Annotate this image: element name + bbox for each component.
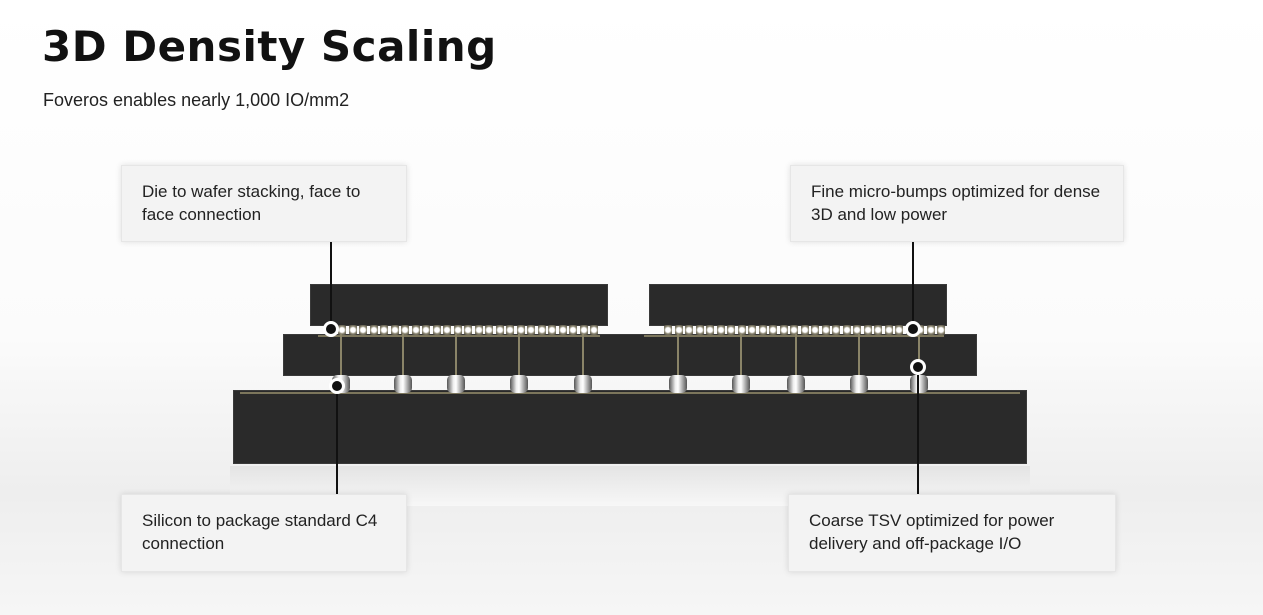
package-substrate [233, 390, 1027, 464]
micro-bump [506, 325, 514, 335]
callout-text: Coarse TSV optimized for power delivery … [809, 511, 1055, 553]
micro-bump [674, 325, 683, 335]
micro-bump [769, 325, 777, 335]
micro-bump [401, 325, 409, 335]
micro-bump [937, 325, 945, 335]
tsv [858, 334, 860, 376]
tsv [740, 334, 742, 376]
micro-bump [495, 325, 504, 335]
micro-bump [758, 325, 767, 335]
tsv [677, 334, 679, 376]
tsv [582, 334, 584, 376]
micro-bump [411, 325, 420, 335]
tsv [795, 334, 797, 376]
micro-bump [369, 325, 378, 335]
micro-bump [474, 325, 483, 335]
tsv [518, 334, 520, 376]
micro-bump [422, 325, 430, 335]
c4-bump [732, 375, 750, 393]
micro-bump [685, 325, 693, 335]
slide-title: 3D Density Scaling [42, 22, 497, 71]
marker-dot [905, 321, 921, 337]
micro-bump [853, 325, 861, 335]
callout-text: Fine micro-bumps optimized for dense 3D … [811, 182, 1101, 224]
micro-bump-pad-row [644, 335, 944, 337]
micro-bump [348, 325, 357, 335]
micro-bump [716, 325, 725, 335]
tsv [340, 334, 342, 376]
leader-line-top-left [330, 240, 332, 328]
c4-bump [394, 375, 412, 393]
tsv [402, 334, 404, 376]
micro-bump [548, 325, 556, 335]
c4-bump [510, 375, 528, 393]
micro-bump [537, 325, 546, 335]
callout-top-left: Die to wafer stacking, face to face conn… [121, 165, 407, 242]
micro-bump-pad-row [318, 335, 600, 337]
micro-bump [485, 325, 493, 335]
micro-bump [558, 325, 567, 335]
marker-dot [323, 321, 339, 337]
c4-bump [669, 375, 687, 393]
c4-bump [850, 375, 868, 393]
c4-bump [447, 375, 465, 393]
micro-bump [727, 325, 735, 335]
micro-bump [779, 325, 788, 335]
micro-bump [569, 325, 577, 335]
base-die [283, 334, 977, 376]
micro-bump [453, 325, 462, 335]
micro-bump [821, 325, 830, 335]
callout-text: Die to wafer stacking, face to face conn… [142, 182, 361, 224]
micro-bump [842, 325, 851, 335]
top-die-left [310, 284, 608, 326]
top-die-right [649, 284, 947, 326]
leader-line-bottom-left [336, 385, 338, 495]
c4-bump [574, 375, 592, 393]
micro-bump [390, 325, 399, 335]
micro-bump [895, 325, 903, 335]
micro-bump [579, 325, 588, 335]
micro-bump [800, 325, 809, 335]
micro-bump [590, 325, 598, 335]
leader-line-top-right [912, 240, 914, 328]
micro-bump [832, 325, 840, 335]
package-trace [240, 392, 1020, 394]
micro-bump [432, 325, 441, 335]
micro-bump [527, 325, 535, 335]
slide-subtitle: Foveros enables nearly 1,000 IO/mm2 [43, 90, 350, 110]
marker-dot [910, 359, 926, 375]
c4-bump [787, 375, 805, 393]
callout-text: Silicon to package standard C4 connectio… [142, 511, 378, 553]
micro-bump [695, 325, 704, 335]
callout-bottom-left: Silicon to package standard C4 connectio… [121, 494, 407, 572]
micro-bump [443, 325, 451, 335]
c4-bump [910, 375, 928, 393]
micro-bump [884, 325, 893, 335]
micro-bump [706, 325, 714, 335]
marker-dot [329, 378, 345, 394]
micro-bump [863, 325, 872, 335]
micro-bump [790, 325, 798, 335]
micro-bump [380, 325, 388, 335]
micro-bump [811, 325, 819, 335]
micro-bump [664, 325, 672, 335]
tsv [918, 334, 920, 376]
callout-bottom-right: Coarse TSV optimized for power delivery … [788, 494, 1116, 572]
micro-bump [874, 325, 882, 335]
tsv [455, 334, 457, 376]
micro-bump [516, 325, 525, 335]
micro-bump [464, 325, 472, 335]
leader-line-bottom-right [917, 367, 919, 495]
micro-bump [338, 325, 346, 335]
micro-bump [359, 325, 367, 335]
micro-bump [926, 325, 935, 335]
micro-bump [737, 325, 746, 335]
micro-bump [748, 325, 756, 335]
callout-top-right: Fine micro-bumps optimized for dense 3D … [790, 165, 1124, 242]
